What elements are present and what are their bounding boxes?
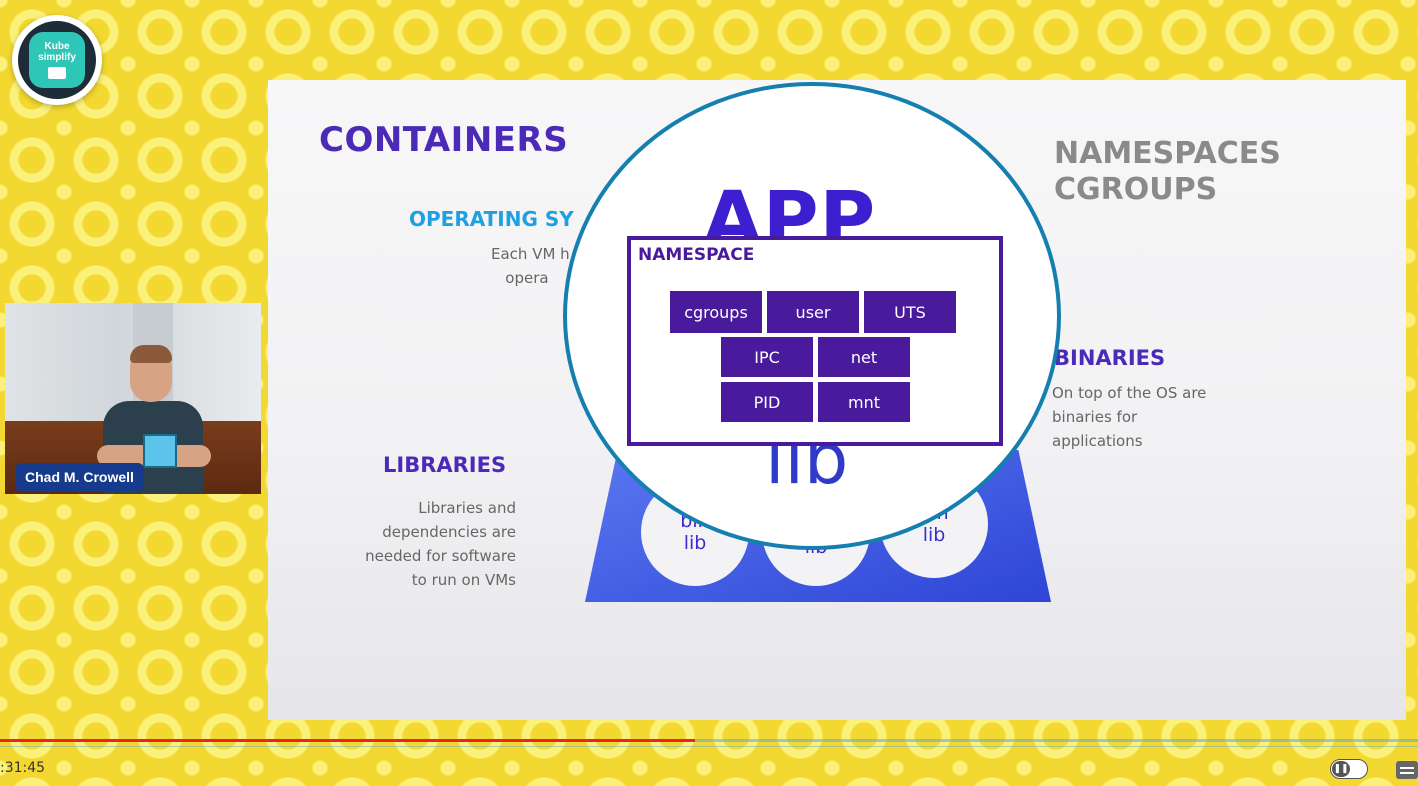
home-icon [48,67,66,79]
speaker-hair [130,345,172,363]
video-progress-bar[interactable] [0,739,1418,742]
namespace-chip-net: net [818,337,910,377]
libraries-description: Libraries and dependencies are needed fo… [365,499,516,589]
magnifier-zoom-circle: APP lib NAMESPACE cgroups user UTS IPC n… [563,82,1061,550]
namespace-chip-user: user [767,291,859,333]
captions-icon[interactable] [1396,761,1418,779]
progress-bar-buffer [0,746,1418,747]
rubiks-cube-icon [143,434,177,468]
current-time: :31:45 [0,760,46,776]
binaries-heading: BINARIES [1054,346,1166,370]
namespace-chip-pid: PID [721,382,813,422]
bubble-lib-text: lib [922,524,946,546]
logo-text: Kube [44,41,70,52]
namespace-chip-cgroups: cgroups [670,291,762,333]
slide-title: CONTAINERS [319,120,569,160]
operating-system-description: Each VM h opera [491,245,570,287]
pause-icon: ❚❚ [1332,761,1350,777]
bubble-lib-text: lib [683,532,707,554]
namespaces-cgroups-heading: NAMESPACES CGROUPS [1054,136,1281,207]
logo-text: simplify [38,52,76,63]
namespace-box: NAMESPACE cgroups user UTS IPC net PID m… [627,236,1003,446]
speaker-name-tag: Chad M. Crowell [15,463,144,491]
namespace-chip-uts: UTS [864,291,956,333]
channel-logo: Kube simplify [12,15,102,105]
autoplay-toggle[interactable]: ❚❚ [1330,759,1368,779]
binaries-description: On top of the OS are binaries for applic… [1052,384,1207,450]
namespace-chip-ipc: IPC [721,337,813,377]
speaker-webcam: Chad M. Crowell [5,303,261,494]
namespace-label: NAMESPACE [638,245,755,265]
libraries-heading: LIBRARIES [383,453,507,477]
operating-system-heading: OPERATING SY [409,207,574,231]
namespace-chip-mnt: mnt [818,382,910,422]
progress-played [0,739,695,742]
